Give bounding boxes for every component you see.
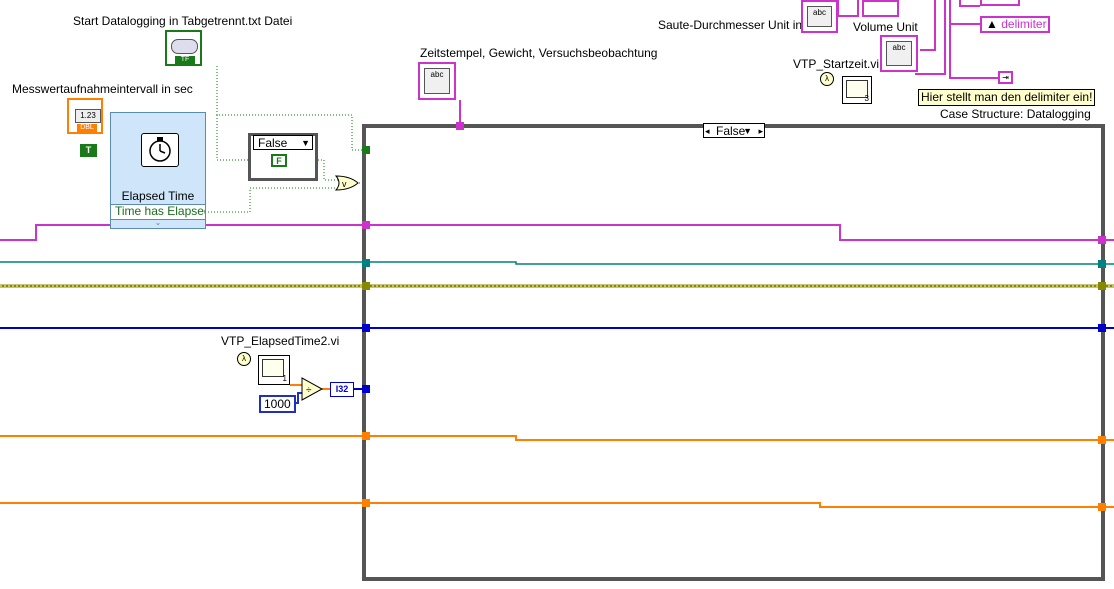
subvi-icon (262, 359, 284, 377)
thousand-constant[interactable]: 1000 (259, 395, 296, 413)
stopwatch-icon (141, 133, 179, 167)
numeric-tunnel-left-2[interactable] (362, 499, 370, 507)
refnum-wire (0, 261, 1114, 265)
elapsed-time-title: Elapsed Time (121, 189, 195, 203)
vtp-startzeit-label: VTP_Startzeit.vi (793, 57, 880, 71)
vtp-startzeit-subvi[interactable]: 3 (842, 76, 872, 104)
saute-unit-control[interactable]: abc (801, 0, 838, 33)
bool-wire-3 (318, 159, 338, 181)
delimiter-terminal[interactable]: ⇥ (998, 71, 1013, 84)
true-constant[interactable]: T (80, 144, 97, 157)
cluster-tunnel-right[interactable] (1098, 282, 1106, 290)
refnum-tunnel-left[interactable] (362, 259, 370, 267)
zeitstempel-control[interactable]: abc (418, 62, 456, 100)
small-case-structure[interactable]: False ▼ F (248, 133, 318, 181)
volume-unit-label: Volume Unit (853, 20, 918, 34)
increment-arrow-icon[interactable]: ▸ (758, 126, 763, 136)
subvi-icon (846, 80, 868, 98)
static-vi-ref-icon: λ (820, 72, 834, 86)
false-constant[interactable]: F (271, 154, 287, 167)
bool-wire-1 (216, 66, 365, 151)
delimiter-tooltip: Hier stellt man den delimiter ein! (918, 89, 1096, 106)
bool-tunnel[interactable] (362, 146, 370, 154)
top-string-control[interactable] (862, 0, 899, 17)
case-structure-label: Case Structure: Datalogging (940, 107, 1091, 121)
numeric-tunnel-left-1[interactable] (362, 432, 370, 440)
int-tunnel-left[interactable] (362, 324, 370, 332)
dropdown-arrow-icon: ▼ (301, 138, 310, 148)
numeric-wire-2 (0, 502, 1114, 508)
dropdown-arrow-icon[interactable]: ▼ (743, 126, 752, 136)
bool-wire-4 (205, 187, 338, 213)
string-tunnel-right[interactable] (1098, 236, 1106, 244)
top-indicator (980, 0, 1020, 6)
small-case-selector[interactable]: False ▼ (253, 135, 313, 150)
string-tunnel-left[interactable] (362, 221, 370, 229)
cluster-tunnel-left[interactable] (362, 282, 370, 290)
elapsed-time-express-vi[interactable]: Elapsed Time Time has Elapsed ⌄ (110, 112, 206, 229)
start-datalogging-label: Start Datalogging in Tabgetrennt.txt Dat… (73, 14, 293, 28)
vtp-elapsed-label: VTP_ElapsedTime2.vi (221, 334, 340, 348)
messwert-control[interactable]: 1.23 DBL (67, 98, 103, 134)
static-vi-ref-icon-2: λ (237, 352, 251, 366)
main-case-selector[interactable]: ◂ False ▼ ▸ (703, 123, 765, 138)
led-icon (171, 39, 198, 54)
datalogging-case-structure[interactable] (362, 124, 1105, 581)
zeitstempel-label: Zeitstempel, Gewicht, Versuchsbeobachtun… (420, 46, 658, 60)
zeitstempel-tunnel[interactable] (456, 122, 464, 130)
bool-wire-2 (216, 115, 248, 161)
start-datalogging-control[interactable]: TF (165, 30, 202, 66)
volume-unit-control[interactable]: abc (880, 35, 918, 72)
or-node (334, 175, 359, 191)
elapsed-tunnel[interactable] (362, 385, 370, 393)
vtp-elapsed-subvi[interactable]: 1 (258, 355, 290, 385)
svg-text:÷: ÷ (306, 385, 312, 396)
saute-unit-label: Saute-Durchmesser Unit in (658, 18, 803, 32)
int-tunnel-right[interactable] (1098, 324, 1106, 332)
to-i32-node[interactable]: I32 (330, 382, 354, 397)
divide-node (301, 377, 324, 401)
numeric-wire-1 (0, 435, 1114, 441)
expand-chevron-icon[interactable]: ⌄ (154, 218, 162, 227)
decrement-arrow-icon[interactable]: ◂ (705, 126, 710, 136)
refnum-tunnel-right[interactable] (1098, 260, 1106, 268)
svg-text:v: v (342, 179, 347, 189)
messwert-label: Messwertaufnahmeintervall in sec (12, 82, 193, 96)
numeric-tunnel-right-1[interactable] (1098, 436, 1106, 444)
house-icon: ▲ (986, 17, 998, 31)
numeric-tunnel-right-2[interactable] (1098, 503, 1106, 511)
time-has-elapsed-output[interactable]: Time has Elapsed (111, 204, 205, 220)
delimiter-local-var[interactable]: ▲ delimiter (980, 16, 1050, 33)
